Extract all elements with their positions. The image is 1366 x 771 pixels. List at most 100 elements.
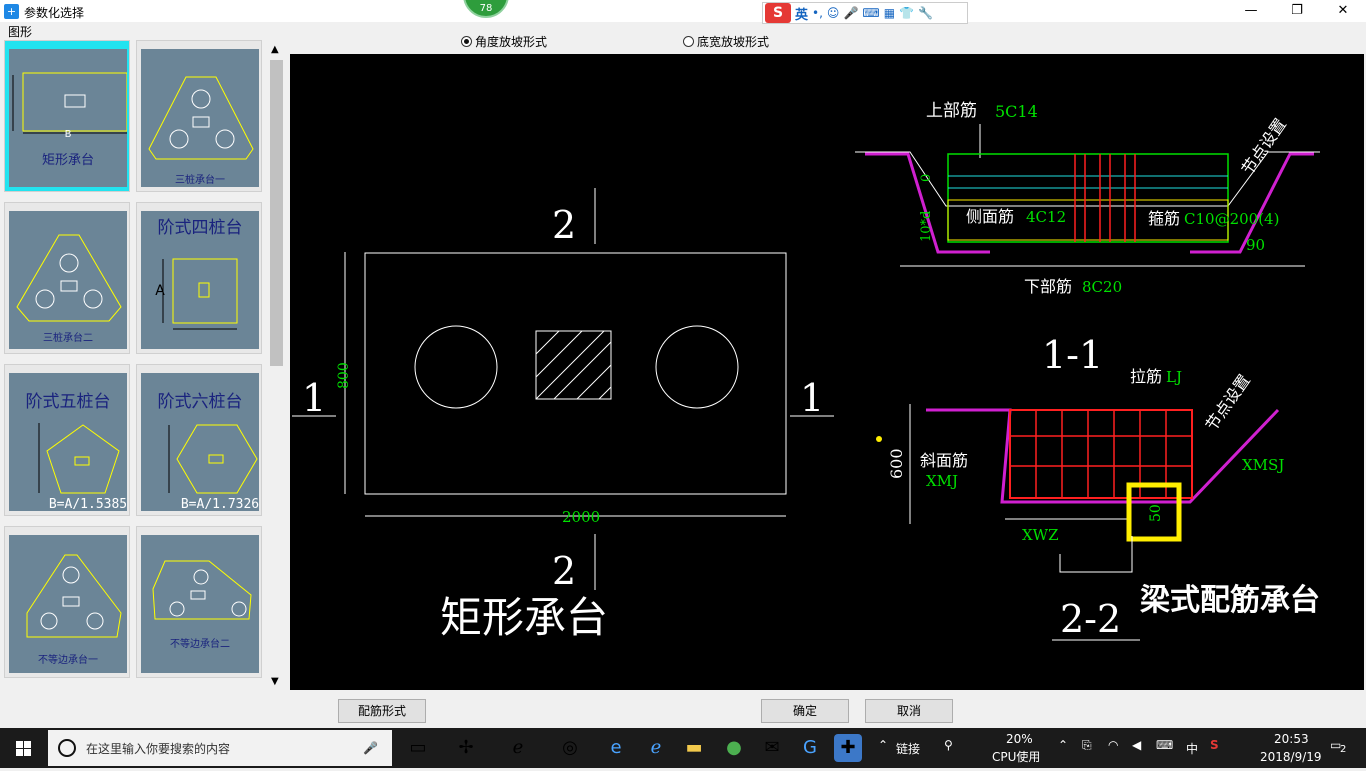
cad-preview-canvas[interactable]: 2 800 1 1 2000 2 矩形承台 上部筋 5C14 0 10*d 侧面…: [290, 54, 1364, 690]
people-icon[interactable]: ⚲: [944, 738, 953, 752]
maximize-button[interactable]: ❐: [1291, 3, 1303, 18]
thumb-unequal-1[interactable]: 不等边承台一: [4, 526, 130, 678]
cpu-label: CPU使用: [992, 750, 1041, 764]
fan-app-icon[interactable]: ✢: [458, 737, 474, 758]
cpu-percent: 20%: [1006, 732, 1033, 746]
mic-icon[interactable]: 🎤: [843, 6, 859, 20]
stirrup-label: 箍筋: [1148, 209, 1180, 228]
section-22-title: 2-2: [1060, 597, 1121, 641]
step-five-pile-preview: [38, 423, 120, 494]
keyboard-icon[interactable]: ⌨: [1156, 738, 1174, 752]
thumb-label: 阶式四桩台: [157, 218, 243, 238]
pile-circle-left: [414, 325, 498, 409]
tie-value: LJ: [1166, 368, 1182, 386]
three-pile-preview: [148, 76, 254, 160]
thumb-rect-cap[interactable]: B 矩形承台: [4, 40, 130, 192]
thumb-step-four-pile[interactable]: 阶式四桩台 A: [136, 202, 262, 354]
radio-dot[interactable]: [683, 36, 694, 47]
three-pile-2-preview: [16, 234, 122, 322]
sogou-tray-icon[interactable]: S: [1210, 738, 1219, 752]
thumb-unequal-2[interactable]: 不等边承台二: [136, 526, 262, 678]
radio-dot[interactable]: [461, 36, 472, 47]
thumb-three-pile-1[interactable]: 三桩承台一: [136, 40, 262, 192]
edge-icon[interactable]: e: [610, 737, 622, 758]
side-rebar-label: 侧面筋: [966, 207, 1014, 226]
zero-label: 0: [919, 174, 934, 182]
close-button[interactable]: ✕: [1337, 3, 1349, 18]
scroll-up-icon[interactable]: ▲: [271, 44, 279, 55]
notification-count: 2: [1340, 744, 1347, 755]
radio-angle-slope[interactable]: 角度放坡形式: [461, 33, 547, 50]
xwz-label: XWZ: [1022, 526, 1059, 544]
clock-time[interactable]: 20:53: [1274, 732, 1309, 746]
cad-drawing: 2 800 1 1 2000 2 矩形承台 上部筋 5C14 0 10*d 侧面…: [292, 101, 1320, 642]
ie-icon[interactable]: ℯ: [650, 737, 662, 758]
ie-browser-icon[interactable]: ℯ: [512, 737, 524, 758]
thumb-step-five-pile[interactable]: 阶式五桩台 B=A/1.5385: [4, 364, 130, 516]
step-six-pile-preview: [168, 424, 258, 494]
rebar-form-button[interactable]: 配筋形式: [338, 699, 426, 723]
search-placeholder: 在这里输入你要搜索的内容: [86, 741, 231, 756]
tie-label: 拉筋: [1130, 367, 1162, 386]
link-label[interactable]: 链接: [896, 742, 921, 756]
shape-pane-label: 图形: [8, 25, 33, 39]
unequal-2-preview: [152, 560, 252, 620]
ok-button[interactable]: 确定: [761, 699, 849, 723]
caption-rect-cap: 矩形承台: [440, 593, 608, 642]
thumb-label: 不等边承台二: [170, 639, 230, 650]
swirl-app-icon[interactable]: ◎: [562, 737, 578, 758]
show-hidden-icon[interactable]: ⌃: [1058, 738, 1069, 752]
clock-date[interactable]: 2018/9/19: [1260, 750, 1322, 764]
wrench-icon[interactable]: 🔧: [918, 6, 933, 20]
thumb-label: 矩形承台: [41, 153, 94, 168]
slope-form-bar: [290, 28, 1364, 54]
anchor-label: 10*d: [919, 211, 934, 242]
cancel-button[interactable]: 取消: [865, 699, 953, 723]
window-title: 参数化选择: [24, 6, 85, 20]
tray-chevron-icon[interactable]: ⌃: [878, 738, 889, 752]
thumb-sub: B=A/1.7326: [180, 497, 260, 512]
ime-toolbar[interactable]: S 英 •, ☺ 🎤 ⌨ ▦ 👕 🔧: [762, 2, 968, 24]
step-four-pile-preview: [162, 258, 238, 330]
stirrup-value: C10@200(4): [1184, 210, 1279, 228]
thumb-step-six-pile[interactable]: 阶式六桩台 B=A/1.7326: [136, 364, 262, 516]
scroll-down-icon[interactable]: ▼: [271, 676, 279, 687]
notification-icon[interactable]: ▭: [1330, 738, 1342, 752]
section-11-title: 1-1: [1042, 333, 1103, 377]
volume-icon[interactable]: ◀: [1132, 738, 1142, 752]
punct-icon[interactable]: •,: [812, 6, 823, 20]
radio-width-slope[interactable]: 底宽放坡形式: [683, 33, 769, 50]
sogou-icon[interactable]: S: [765, 3, 791, 23]
file-explorer-icon[interactable]: ▬: [685, 737, 703, 758]
start-button[interactable]: [0, 728, 48, 768]
xmsj-label: XMSJ: [1242, 456, 1284, 474]
ime-lang-indicator[interactable]: 中: [1186, 742, 1199, 756]
mic-icon[interactable]: 🎤: [363, 741, 378, 755]
skin-icon[interactable]: 👕: [899, 6, 915, 20]
windows-icon: [16, 741, 31, 756]
angle-label: 90: [1246, 236, 1265, 254]
keyboard-icon[interactable]: ⌨: [862, 6, 880, 20]
emoji-icon[interactable]: ☺: [826, 6, 840, 20]
active-app-icon[interactable]: ✚: [834, 734, 862, 762]
top-rebar-label: 上部筋: [926, 101, 977, 121]
wifi-icon[interactable]: ◠: [1108, 738, 1119, 752]
ime-language-toggle[interactable]: 英: [795, 7, 809, 23]
green-app-icon[interactable]: ●: [726, 737, 742, 758]
glodon-icon[interactable]: G: [803, 737, 817, 758]
dim-width-label: 2000: [562, 508, 600, 526]
mail-icon[interactable]: ✉: [764, 737, 780, 758]
top-rebar-value: 5C14: [995, 102, 1038, 121]
thumb-sub: B=A/1.5385: [48, 497, 128, 512]
scrollbar-thumb[interactable]: [270, 60, 283, 366]
minimize-button[interactable]: —: [1244, 3, 1258, 18]
section-mark-right: 1: [800, 376, 824, 420]
thumb-three-pile-2[interactable]: 三桩承台二: [4, 202, 130, 354]
task-view-icon[interactable]: ▭: [409, 737, 427, 758]
system-tray: ⌃ 链接 ⚲ 20% CPU使用 ⌃ ⎘ ◠ ◀ ⌨ 中 S 20:53 201…: [878, 728, 1366, 768]
taskbar-search[interactable]: 在这里输入你要搜索的内容 🎤: [48, 730, 392, 766]
shape-list: B 矩形承台 三桩承台一 三桩承台二: [4, 40, 266, 690]
unequal-1-preview: [26, 554, 122, 638]
network-icon[interactable]: ⎘: [1082, 738, 1092, 752]
tools-icon[interactable]: ▦: [883, 6, 896, 20]
